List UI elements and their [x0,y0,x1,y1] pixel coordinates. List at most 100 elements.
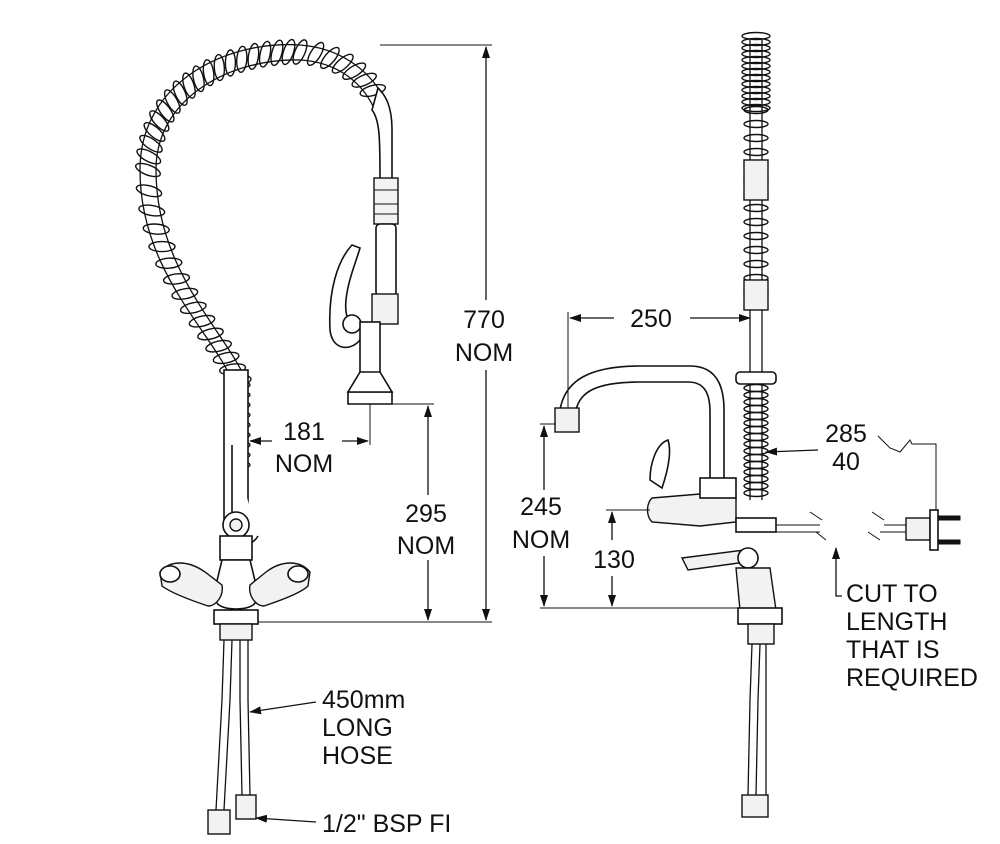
wall-inlet-nut [905,517,931,541]
lower-pivot [737,547,759,569]
coil-turn [743,488,769,498]
coil-turn [743,383,769,393]
coil-turn [743,404,769,414]
wall-screw-2 [937,539,961,545]
mixer-top [219,535,253,561]
inner-hose [139,43,386,471]
coil-turn [213,53,226,82]
coil-turn [155,257,183,269]
coil-turn [142,223,170,235]
coil-turn [135,184,163,198]
coil-turn [331,53,354,74]
hose-connector-left [207,809,231,835]
flexi-hose-left [215,639,225,811]
coil-turn [292,39,308,65]
coil-turn [143,121,166,143]
coil-turn [743,453,769,463]
coil-turn [741,79,771,89]
dim-245-value: 245 [520,493,562,521]
connector-leader [255,814,317,823]
hose-leader [249,701,317,715]
coil-turn [743,259,769,269]
gun-valve [371,293,399,325]
dim-770-unit: NOM [455,339,513,367]
coil-turn [743,418,769,428]
valve-lever [649,438,671,490]
coil-turn [202,59,215,87]
wall-screw-1 [937,515,961,521]
coil-turn [741,49,771,59]
dim-40-value: 40 [832,448,860,476]
coil-turn [743,397,769,407]
coil-turn [743,245,769,255]
coil-turn [741,97,771,107]
coil-turn [139,134,163,153]
wall-valve-body [646,493,737,527]
coil-turn [743,231,769,241]
connector-note: 1/2" BSP FI [322,810,451,838]
coil-turn [172,80,188,107]
break-line-bracket [877,435,937,510]
coil-turn [743,481,769,491]
dim-130-value: 130 [593,546,635,574]
coil-turn [741,85,771,95]
dim-181-unit: NOM [275,450,333,478]
coil-turn [171,287,199,300]
coil-turn [743,217,769,227]
coil-turn [743,105,769,115]
coil-turn [197,327,224,341]
coil-turn [149,110,170,132]
side-fitting-mid [743,279,769,311]
side-spring-coil [741,31,771,498]
side-base-nut [747,623,775,645]
right-view-side-elevation [554,31,961,818]
side-hose-connector [741,794,769,818]
trigger-pivot [342,314,362,334]
hose-note-line-2: LONG [322,714,393,742]
dim-250-value: 250 [630,305,672,333]
coil-turn [136,148,162,165]
right-dimensions: 250 245 NOM 130 285 40 CUT TO LENGTH THA… [512,305,978,692]
side-base-flange [737,607,783,625]
coil-turn [247,42,260,70]
coil-turn [743,439,769,449]
dim-181-value: 181 [283,418,325,446]
coil-turn [306,41,325,66]
side-fitting-upper [743,159,769,201]
wall-pipe [735,517,777,533]
coil-turn [743,203,769,213]
dim-295-unit: NOM [397,532,455,560]
coil-turn [743,425,769,435]
coil-turn [162,272,191,285]
coil-turn [270,39,284,67]
coil-turn [741,103,771,113]
dim-245-unit: NOM [512,526,570,554]
coil-turn [192,65,205,93]
right-handle-cap [287,565,309,583]
coil-turn [281,38,296,66]
coil-turn [179,301,207,315]
coil-turn [743,390,769,400]
coil-turn [182,72,196,99]
coil-turn [741,61,771,71]
left-dimensions: 770 NOM 295 NOM 181 NOM 450mm LONG HOSE … [249,44,513,838]
cut-note-line-2: LENGTH [846,608,947,636]
dim-295-value: 295 [405,500,447,528]
coil-turn [741,67,771,77]
inner-hose-2 [155,59,374,471]
side-mixer-body [735,567,777,611]
cut-leader [832,547,842,597]
coil-turn [743,147,769,157]
cut-note-line-1: CUT TO [846,580,938,608]
spray-gun-body [375,223,397,297]
left-view-pre-rinse-unit [135,38,399,835]
coil-turn [743,119,769,129]
coil-turn [741,73,771,83]
coil-turn [236,45,248,73]
side-collar [735,371,777,385]
dim-285-value: 285 [825,420,867,448]
base-nut [219,623,253,641]
hose-note-line-1: 450mm [322,686,405,714]
coil-turn [319,46,340,70]
